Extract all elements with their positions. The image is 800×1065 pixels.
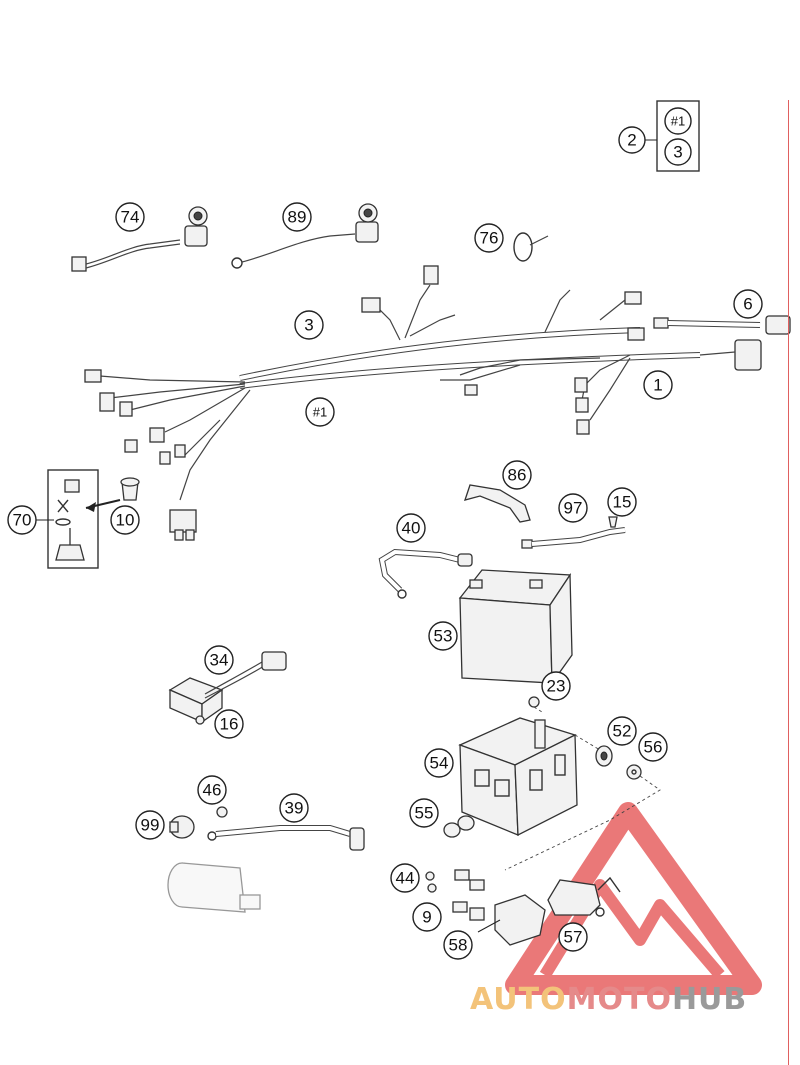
callout-2: 2 (618, 126, 646, 154)
item-55-rubber (443, 815, 475, 838)
callout-label: 15 (613, 493, 632, 512)
callout-label: 52 (613, 722, 632, 741)
callout-label: 56 (644, 738, 663, 757)
callout-86: 86 (502, 460, 532, 490)
item-52-grommet (595, 745, 613, 767)
watermark-auto: AUTO (470, 982, 567, 1017)
item-97-cable (521, 516, 626, 549)
callout-label: 53 (434, 627, 453, 646)
callout-99: 99 (135, 810, 165, 840)
callout-10: 10 (110, 505, 140, 535)
item-40-cable (378, 548, 473, 599)
callout-label: 23 (547, 677, 566, 696)
callout-23: 23 (541, 671, 571, 701)
callout-label: #1 (671, 114, 685, 129)
item-9-fuse (452, 869, 470, 913)
item-46-nut (216, 806, 228, 818)
callout-39: 39 (279, 793, 309, 823)
watermark-moto: MOTO (566, 982, 672, 1017)
callout-9: 9 (412, 902, 442, 932)
main-wiring-harness (84, 265, 762, 541)
callout-53: 53 (428, 621, 458, 651)
item-53-battery (458, 569, 573, 685)
callout-56: 56 (638, 732, 668, 762)
callout-label: 70 (13, 511, 32, 530)
callout-label: 39 (285, 799, 304, 818)
item-2-group-box (645, 100, 700, 172)
item-34-regulator (168, 651, 287, 725)
callout-54: 54 (424, 748, 454, 778)
watermark-text: AUTOMOTOHUB (470, 982, 747, 1017)
item-58-relay (469, 879, 546, 946)
item-44-screws (425, 871, 437, 893)
callout-52: 52 (607, 716, 637, 746)
callout-label: 97 (564, 499, 583, 518)
item-57-holder (547, 876, 621, 917)
callout-76: 76 (474, 223, 504, 253)
callout-74: 74 (115, 202, 145, 232)
item-89-cable (231, 203, 379, 269)
item-23-screw (528, 696, 543, 713)
callout-3-b: 3 (294, 310, 324, 340)
callout-58: 58 (443, 930, 473, 960)
callout-label: 57 (564, 928, 583, 947)
callout-label: 3 (304, 316, 313, 335)
callout-57: 57 (558, 922, 588, 952)
callout-label: 16 (220, 715, 239, 734)
item-86-bracket (464, 484, 531, 523)
callout-44: 44 (390, 863, 420, 893)
callout-label: 86 (508, 466, 527, 485)
item-74-cable (71, 206, 208, 272)
callout-55: 55 (409, 798, 439, 828)
callout-label: 99 (141, 816, 160, 835)
callout-1-ref-a: #1 (664, 107, 692, 135)
callout-label: 54 (430, 754, 449, 773)
callout-label: 34 (210, 651, 229, 670)
starter-motor (167, 862, 261, 913)
item-56-washer (504, 764, 661, 871)
callout-label: 6 (743, 295, 752, 314)
page-edge-line (788, 100, 789, 1065)
item-76-cable-tie (513, 232, 549, 262)
callout-label: 44 (396, 869, 415, 888)
callout-label: 55 (415, 804, 434, 823)
item-70-detail-box (36, 469, 140, 569)
callout-label: 3 (673, 143, 682, 162)
callout-34: 34 (204, 645, 234, 675)
callout-label: 2 (627, 131, 636, 150)
watermark-hub: HUB (671, 982, 748, 1017)
callout-15: 15 (607, 487, 637, 517)
item-39-cable (207, 825, 365, 851)
callout-46: 46 (197, 775, 227, 805)
callout-89: 89 (282, 202, 312, 232)
item-99-cap (169, 815, 195, 839)
item-54-battery-holder (458, 717, 601, 837)
callout-label: 1 (653, 376, 662, 395)
callout-6: 6 (733, 289, 763, 319)
callout-1: 1 (643, 370, 673, 400)
callout-label: 58 (449, 936, 468, 955)
item-6-cable (653, 315, 791, 335)
callout-1-ref-b: #1 (305, 397, 335, 427)
callout-label: 40 (402, 519, 421, 538)
callout-label: 9 (422, 908, 431, 927)
callout-label: 89 (288, 208, 307, 227)
callout-label: 76 (480, 229, 499, 248)
callout-16: 16 (214, 709, 244, 739)
callout-label: 10 (116, 511, 135, 530)
callout-label: 74 (121, 208, 140, 227)
callout-97: 97 (558, 493, 588, 523)
callout-3-a: 3 (664, 138, 692, 166)
callout-label: #1 (313, 405, 327, 420)
callout-70: 70 (7, 505, 37, 535)
callout-label: 46 (203, 781, 222, 800)
callout-40: 40 (396, 513, 426, 543)
